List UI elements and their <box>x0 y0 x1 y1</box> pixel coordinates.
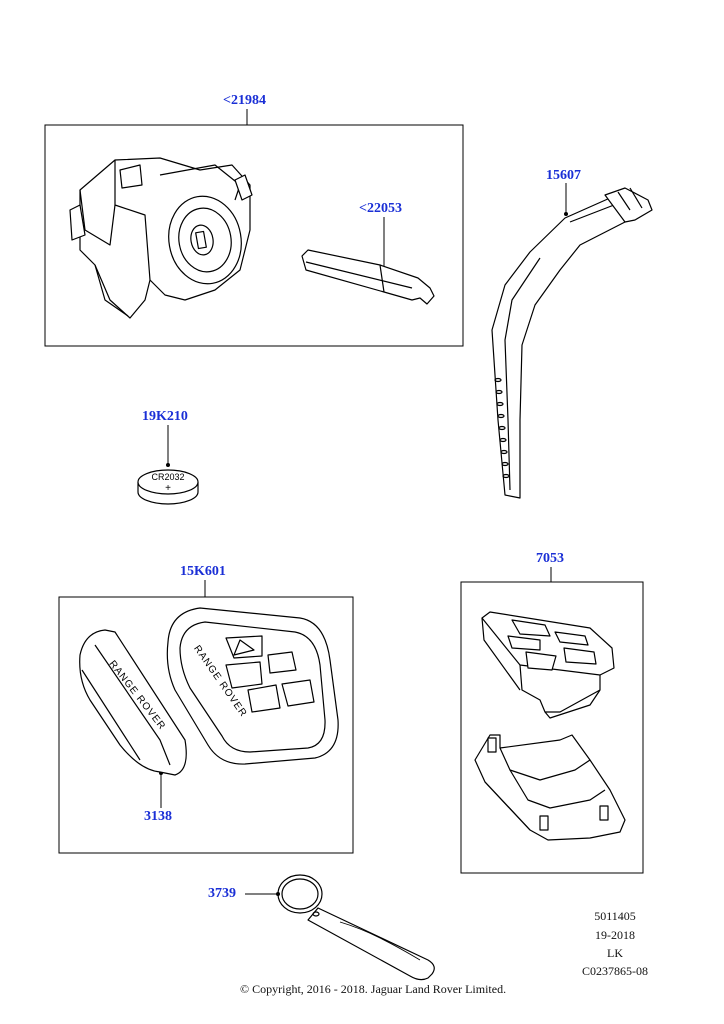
part-label-15K601[interactable]: 15K601 <box>180 564 226 579</box>
key-blade-illustration <box>301 249 435 305</box>
key-cover-illustration <box>79 629 187 776</box>
battery-illustration <box>137 469 199 505</box>
part-label-3739[interactable]: 3739 <box>208 886 236 901</box>
part-label-21984[interactable]: <21984 <box>223 93 266 108</box>
transmitter-group-box <box>460 581 644 874</box>
part-label-15607[interactable]: 15607 <box>546 168 581 183</box>
ignition-group-box <box>44 124 464 347</box>
copyright-notice: © Copyright, 2016 - 2018. Jaguar Land Ro… <box>240 982 507 996</box>
part-label-22053[interactable]: <22053 <box>359 201 402 216</box>
ignition-switch-illustration <box>69 157 253 319</box>
part-label-3138[interactable]: 3138 <box>144 809 172 824</box>
key-case-illustration <box>166 607 339 765</box>
remote-transmitter-illustration <box>474 611 626 841</box>
part-label-7053[interactable]: 7053 <box>536 551 564 566</box>
part-label-19K210[interactable]: 19K210 <box>142 409 188 424</box>
strap-illustration <box>491 187 653 499</box>
meta-code: C0237865-08 <box>582 964 648 978</box>
meta-date: 19-2018 <box>595 928 635 942</box>
battery-plus-sign: + <box>165 483 171 494</box>
leader-dot-19K210 <box>166 463 170 467</box>
meta-ref: 5011405 <box>594 909 636 923</box>
leader-dot-15607 <box>564 212 568 216</box>
key-case-group-box <box>58 596 354 854</box>
meta-initials: LK <box>607 946 623 960</box>
battery-model-text: CR2032 <box>151 472 185 482</box>
key-ring-illustration <box>277 874 435 981</box>
